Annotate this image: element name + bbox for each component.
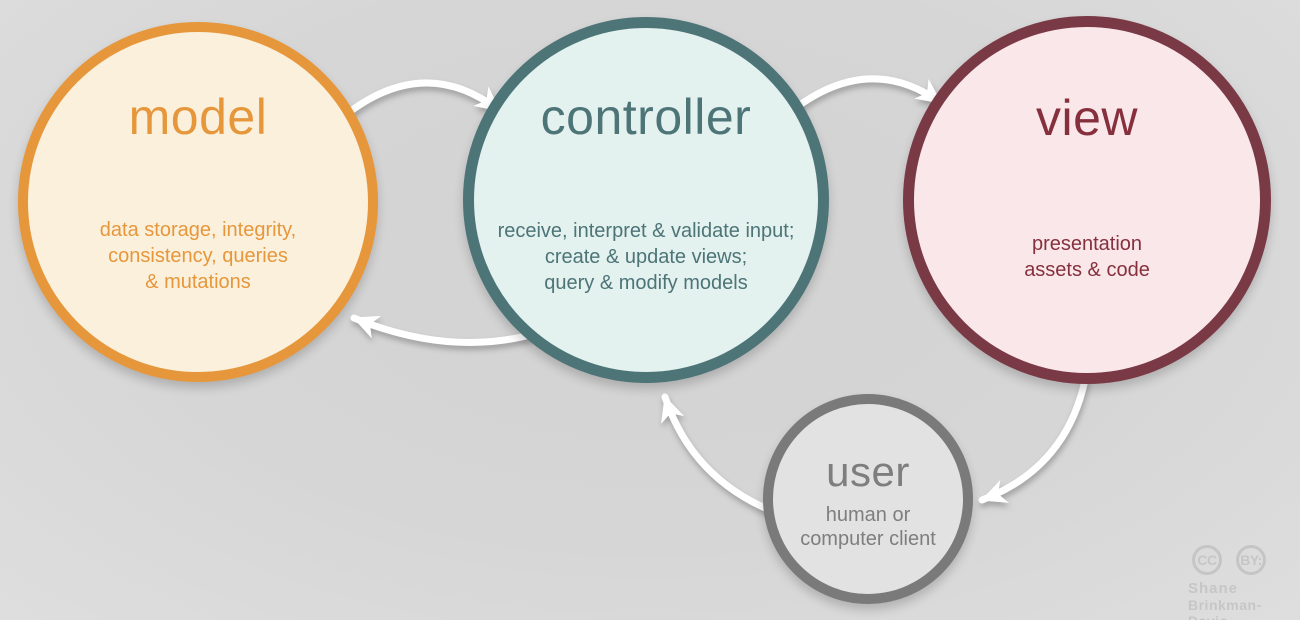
view-title: view [1035,90,1139,146]
user-description: human or computer client [773,503,963,551]
attribution: CC BY: Shane Brinkman-Davis [1188,545,1300,620]
model-description-line: data storage, integrity, [99,219,297,241]
license-badges: CC BY: [1192,545,1300,575]
model-node: model data storage, integrity, consisten… [18,22,378,382]
model-description-line: & mutations [145,271,251,293]
view-node: view presentation assets & code [903,16,1271,384]
arrow-user-to-controller [661,393,776,515]
user-node: user human or computer client [763,394,973,604]
author-last-name: Brinkman-Davis [1188,597,1262,620]
controller-description-line: create & update views; [544,246,748,268]
view-description-line: presentation [1031,233,1143,255]
user-description-line: computer client [800,528,936,550]
view-description: presentation assets & code [914,231,1260,283]
arrow-view-to-user [978,376,1089,504]
author-first-name: Shane [1188,580,1239,597]
model-description: data storage, integrity, consistency, qu… [28,217,368,295]
by-license-icon: BY: [1236,545,1266,575]
user-description-line: human or [825,504,911,526]
controller-node: controller receive, interpret & validate… [463,17,829,383]
controller-description-line: query & modify models [544,272,748,294]
author-credit: Shane Brinkman-Davis [1188,581,1300,620]
controller-description-line: receive, interpret & validate input; [497,220,795,242]
controller-title: controller [540,89,752,145]
cc-license-icon: CC [1192,545,1222,575]
controller-description: receive, interpret & validate input; cre… [474,218,818,296]
view-description-line: assets & code [1024,259,1150,281]
user-title: user [826,448,910,495]
arrow-controller-to-model [350,314,534,346]
model-title: model [128,89,268,145]
model-description-line: consistency, queries [108,245,288,267]
